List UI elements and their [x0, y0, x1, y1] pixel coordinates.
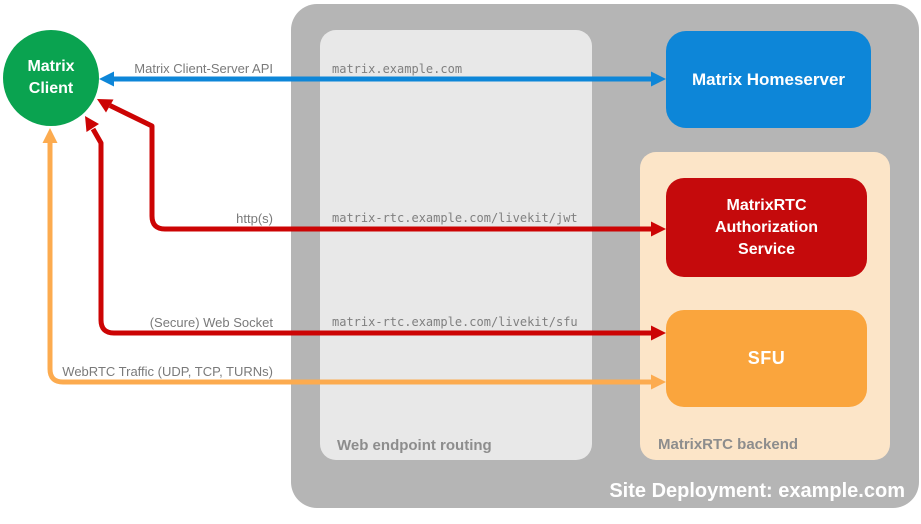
matrix-homeserver-label: Matrix Homeserver — [691, 69, 846, 89]
matrix-client-label-line1: Matrix — [27, 58, 75, 75]
matrixrtc-backend-label: MatrixRTC backend — [658, 436, 799, 453]
web-endpoint-routing-panel — [320, 30, 592, 460]
site-deployment-label: Site Deployment: example.com — [609, 480, 905, 502]
web-socket-arrow-label: (Secure) Web Socket — [149, 315, 273, 330]
client-server-api-arrow-label: Matrix Client-Server API — [134, 61, 273, 76]
matrixrtc-authorization-service-node: MatrixRTC Authorization Service — [666, 178, 867, 277]
endpoint-url-homeserver: matrix.example.com — [332, 62, 463, 76]
sfu-node: SFU — [666, 310, 867, 407]
web-endpoint-routing-label: Web endpoint routing — [337, 437, 492, 454]
endpoint-url-livekit-sfu: matrix-rtc.example.com/livekit/sfu — [332, 315, 578, 329]
matrix-client-node: Matrix Client — [3, 30, 99, 126]
matrixrtc-authorization-service-label: MatrixRTC Authorization Service — [714, 196, 819, 258]
matrix-homeserver-node: Matrix Homeserver — [666, 31, 871, 128]
https-arrow-label: http(s) — [236, 211, 273, 226]
webrtc-traffic-arrow-label: WebRTC Traffic (UDP, TCP, TURNs) — [62, 364, 273, 379]
endpoint-url-livekit-jwt: matrix-rtc.example.com/livekit/jwt — [332, 211, 578, 225]
sfu-label: SFU — [747, 348, 786, 368]
matrix-client-label-line2: Client — [28, 80, 74, 97]
